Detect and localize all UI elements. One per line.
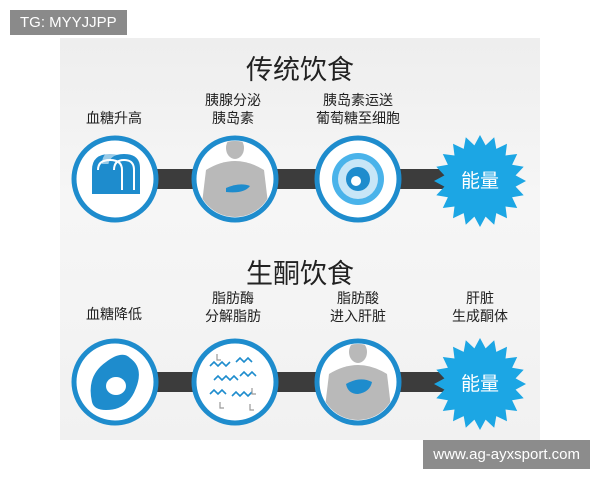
label-liver-ketones: 肝脏 生成酮体 [452, 291, 508, 325]
avocado-icon [71, 338, 159, 426]
watermark-top-left: TG: MYYJJPP [10, 10, 127, 35]
label-insulin-transport: 胰岛素运送 葡萄糖至细胞 [316, 93, 400, 127]
label-blood-sugar-rise: 血糖升高 [86, 111, 142, 127]
section-title-traditional: 传统饮食 [246, 55, 354, 86]
label-fatty-acids-liver: 脂肪酸 进入肝脏 [330, 291, 386, 325]
flow-bar-traditional [105, 169, 465, 189]
energy-burst-icon: 能量 [434, 338, 526, 430]
energy-label-traditional: 能量 [461, 170, 499, 192]
energy-label-keto: 能量 [461, 373, 499, 395]
cell-icon [314, 135, 402, 223]
energy-burst-icon: 能量 [434, 135, 526, 227]
bread-icon [71, 135, 159, 223]
torso-pancreas-icon [191, 135, 279, 223]
torso-liver-icon [314, 338, 402, 426]
flow-bar-keto [105, 372, 465, 392]
watermark-bottom-right: www.ag-ayxsport.com [423, 440, 590, 469]
label-blood-sugar-drop: 血糖降低 [86, 307, 142, 323]
label-pancreas-secretes: 胰腺分泌 胰岛素 [205, 93, 261, 127]
section-title-keto: 生酮饮食 [246, 259, 354, 290]
fat-breakdown-icon [191, 338, 279, 426]
label-lipase: 脂肪酶 分解脂肪 [205, 291, 261, 325]
